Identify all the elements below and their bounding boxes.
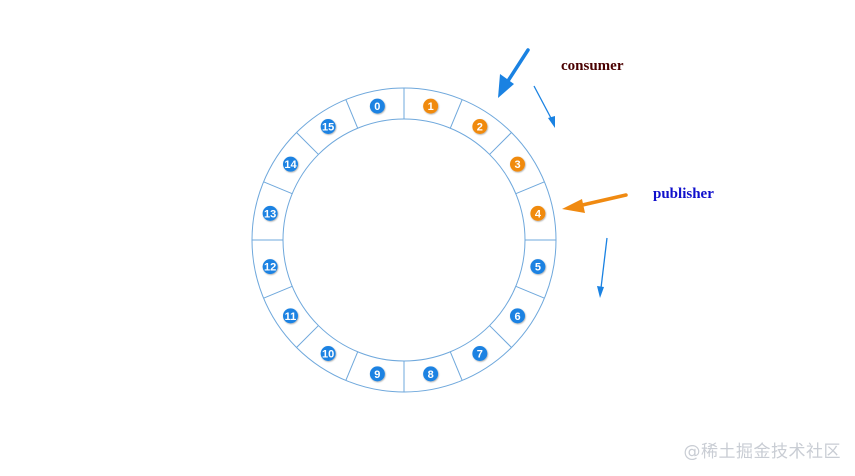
slot-marker [262,259,278,275]
slot-label: 4 [535,208,542,220]
slot-2: 2 [470,117,490,136]
consumer-label: consumer [561,58,624,74]
slot-0: 0 [367,96,387,116]
slot-3: 3 [508,154,527,174]
slot-marker [530,205,546,221]
slot-6: 6 [508,306,527,326]
slot-divider [489,132,512,155]
slot-14: 14 [281,154,300,174]
slot-divider [449,99,463,129]
slot-divider [296,325,319,348]
slot-marker [510,308,525,324]
slot-label: 1 [428,101,434,113]
slot-label: 7 [477,349,483,361]
slot-marker [472,346,488,361]
slot-label: 2 [477,122,483,134]
ring-inner-circle [282,118,526,362]
slot-marker [369,98,385,114]
slot-12: 12 [260,257,280,277]
slot-dividers [252,88,556,392]
slot-label: 3 [514,159,520,171]
slot-marker [423,98,439,114]
slot-13: 13 [260,203,280,223]
slot-label: 0 [374,101,380,113]
publisher-label: publisher [653,186,714,202]
slot-label: 9 [374,369,380,381]
slot-divider [515,181,545,195]
watermark: @稀土掘金技术社区 [683,442,841,462]
slot-label: 11 [285,311,297,323]
slot-label: 13 [264,208,276,220]
publisher-direction-arrow-icon [597,237,608,298]
slot-7: 7 [470,344,490,363]
slot-marker [472,119,488,134]
slot-label: 10 [322,349,334,361]
slot-10: 10 [318,344,338,363]
slot-marker [423,366,439,382]
slot-divider [515,285,545,299]
slot-marker [283,308,298,324]
publisher-arrow-icon [562,193,628,213]
slot-divider [449,351,463,381]
slot-divider [263,181,293,195]
slot-4: 4 [528,203,548,223]
slot-marker [320,346,336,361]
slot-label: 15 [322,122,334,134]
slot-marker [369,366,385,382]
slot-label: 6 [514,311,520,323]
slot-divider [263,285,293,299]
slot-marker [262,205,278,221]
slot-divider [345,351,359,381]
slot-label: 14 [284,159,297,171]
slot-5: 5 [528,257,548,277]
slot-11: 11 [281,306,300,326]
slot-marker [510,156,525,172]
slot-label: 12 [264,262,276,274]
slot-marker [283,156,298,172]
slot-label: 5 [535,262,541,274]
slot-marker [530,259,546,275]
consumer-direction-arrow-icon [533,85,555,128]
consumer-arrow-icon [498,48,530,98]
slot-marker [320,119,336,134]
slot-15: 15 [318,117,338,136]
slot-1: 1 [421,96,441,116]
slot-label: 8 [428,369,434,381]
slot-divider [296,132,319,155]
slot-8: 8 [421,364,441,384]
slot-divider [489,325,512,348]
slot-9: 9 [367,364,387,384]
slot-divider [345,99,359,129]
